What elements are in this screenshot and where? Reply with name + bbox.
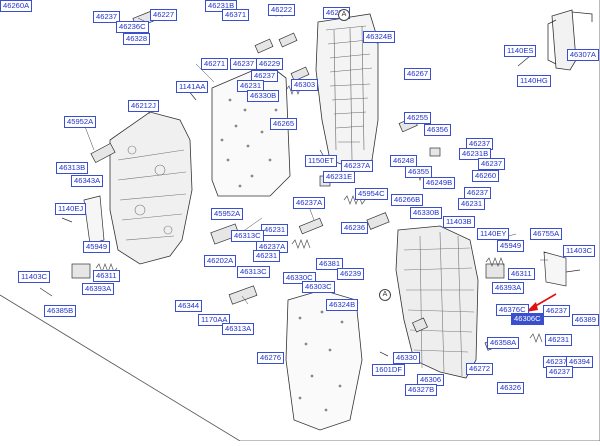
- part-callout-46313b[interactable]: 46313B: [56, 162, 89, 174]
- part-callout-45954c[interactable]: 45954C: [355, 188, 388, 200]
- part-callout-46330b[interactable]: 46330B: [410, 207, 443, 219]
- part-callout-46231[interactable]: 46231: [545, 334, 573, 346]
- part-callout-1140es[interactable]: 1140ES: [504, 45, 537, 57]
- part-callout-46237[interactable]: 46237: [478, 158, 506, 170]
- lower-separator-plate: [285, 289, 363, 431]
- part-callout-1150et[interactable]: 1150ET: [305, 155, 338, 167]
- wiring-bracket: [547, 9, 593, 71]
- part-callout-46231b[interactable]: 46231B: [459, 148, 492, 160]
- section-marker-a: A: [379, 289, 391, 301]
- part-callout-1140ej[interactable]: 1140EJ: [55, 203, 87, 215]
- part-callout-46227[interactable]: 46227: [150, 9, 178, 21]
- part-callout-46237[interactable]: 46237: [546, 366, 574, 378]
- part-callout-46311[interactable]: 46311: [93, 270, 120, 282]
- part-callout-46327b[interactable]: 46327B: [405, 384, 438, 396]
- part-callout-46393a[interactable]: 46393A: [492, 282, 525, 294]
- part-callout-46231[interactable]: 46231: [261, 224, 289, 236]
- part-callout-45952a[interactable]: 45952A: [211, 208, 244, 220]
- selection-arrow: [526, 293, 557, 312]
- part-callout-46231[interactable]: 46231: [458, 198, 486, 210]
- part-callout-46393a[interactable]: 46393A: [82, 283, 115, 295]
- part-callout-46237[interactable]: 46237: [251, 70, 279, 82]
- part-callout-46311[interactable]: 46311: [508, 268, 535, 280]
- part-callout-11403c[interactable]: 11403C: [563, 245, 596, 257]
- part-callout-46271[interactable]: 46271: [201, 58, 229, 70]
- part-callout-46313a[interactable]: 46313A: [222, 323, 255, 335]
- part-callout-45952a[interactable]: 45952A: [64, 116, 97, 128]
- part-callout-46313c[interactable]: 46313C: [231, 230, 264, 242]
- part-callout-46272[interactable]: 46272: [466, 363, 494, 375]
- part-callout-46229[interactable]: 46229: [256, 58, 284, 70]
- part-callout-46755a[interactable]: 46755A: [530, 228, 563, 240]
- left-valve-body: [109, 111, 193, 265]
- part-callout-46237[interactable]: 46237: [466, 138, 494, 150]
- part-callout-46236c[interactable]: 46236C: [116, 21, 149, 33]
- part-callout-11403b[interactable]: 11403B: [443, 216, 475, 228]
- part-callout-1140hg[interactable]: 1140HG: [517, 75, 551, 87]
- part-callout-46239[interactable]: 46239: [337, 268, 365, 280]
- part-callout-46394[interactable]: 46394: [566, 356, 594, 368]
- part-callout-1140ey[interactable]: 1140EY: [477, 228, 510, 240]
- part-callout-46385b[interactable]: 46385B: [44, 305, 77, 317]
- part-callout-46306c-selected[interactable]: 46306C: [511, 313, 544, 325]
- part-callout-46324b[interactable]: 46324B: [363, 31, 396, 43]
- part-callout-46303[interactable]: 46303: [291, 79, 319, 91]
- part-callout-46249b[interactable]: 46249B: [423, 177, 456, 189]
- part-callout-46202a[interactable]: 46202A: [204, 255, 237, 267]
- part-callout-46212j[interactable]: 46212J: [128, 100, 159, 112]
- part-callout-46248[interactable]: 46248: [390, 155, 418, 167]
- part-callout-46237[interactable]: 46237: [93, 11, 121, 23]
- part-callout-46260[interactable]: 46260: [472, 170, 500, 182]
- part-callout-46237a[interactable]: 46237A: [293, 197, 326, 209]
- part-callout-46231[interactable]: 46231: [253, 250, 281, 262]
- part-callout-46222[interactable]: 46222: [268, 4, 296, 16]
- part-callout-46276[interactable]: 46276: [257, 352, 285, 364]
- part-callout-46355[interactable]: 46355: [405, 166, 433, 178]
- gaskets-plates: [83, 195, 567, 287]
- part-callout-46389[interactable]: 46389: [571, 314, 599, 326]
- part-callout-1601df[interactable]: 1601DF: [372, 364, 406, 376]
- part-callout-45949[interactable]: 45949: [83, 241, 111, 253]
- part-callout-46330[interactable]: 46330: [393, 352, 421, 364]
- part-callout-46260a[interactable]: 46260A: [0, 0, 33, 12]
- part-callout-46371[interactable]: 46371: [222, 9, 250, 21]
- part-callout-46237[interactable]: 46237: [230, 58, 258, 70]
- part-callout-46267[interactable]: 46267: [404, 68, 432, 80]
- part-callout-46303c[interactable]: 46303C: [302, 281, 335, 293]
- part-callout-46236[interactable]: 46236: [341, 222, 369, 234]
- section-marker-a: A: [338, 9, 350, 21]
- part-callout-46265[interactable]: 46265: [270, 118, 298, 130]
- part-callout-46326[interactable]: 46326: [497, 382, 525, 394]
- part-callout-46255[interactable]: 46255: [404, 112, 432, 124]
- part-callout-46324b[interactable]: 46324B: [326, 299, 359, 311]
- part-callout-46344[interactable]: 46344: [175, 300, 203, 312]
- part-callout-45949[interactable]: 45949: [497, 240, 525, 252]
- part-callout-46237a[interactable]: 46237A: [341, 160, 374, 172]
- part-callout-11403c[interactable]: 11403C: [18, 271, 51, 283]
- part-callout-46330b[interactable]: 46330B: [247, 90, 280, 102]
- part-callout-46356[interactable]: 46356: [424, 124, 452, 136]
- part-callout-46328[interactable]: 46328: [123, 33, 151, 45]
- part-callout-46307a[interactable]: 46307A: [566, 49, 599, 61]
- part-callout-46237[interactable]: 46237: [464, 187, 492, 199]
- part-callout-1141aa[interactable]: 1141AA: [176, 81, 209, 93]
- part-callout-46343a[interactable]: 46343A: [71, 175, 104, 187]
- lower-valve-body: [395, 225, 479, 379]
- part-callout-46381[interactable]: 46381: [316, 258, 344, 270]
- part-callout-46237[interactable]: 46237: [543, 305, 571, 317]
- part-callout-46231e[interactable]: 46231E: [323, 171, 356, 183]
- part-callout-46358a[interactable]: 46358A: [487, 337, 520, 349]
- part-callout-46313c[interactable]: 46313C: [237, 266, 270, 278]
- part-callout-46266b[interactable]: 46266B: [391, 194, 424, 206]
